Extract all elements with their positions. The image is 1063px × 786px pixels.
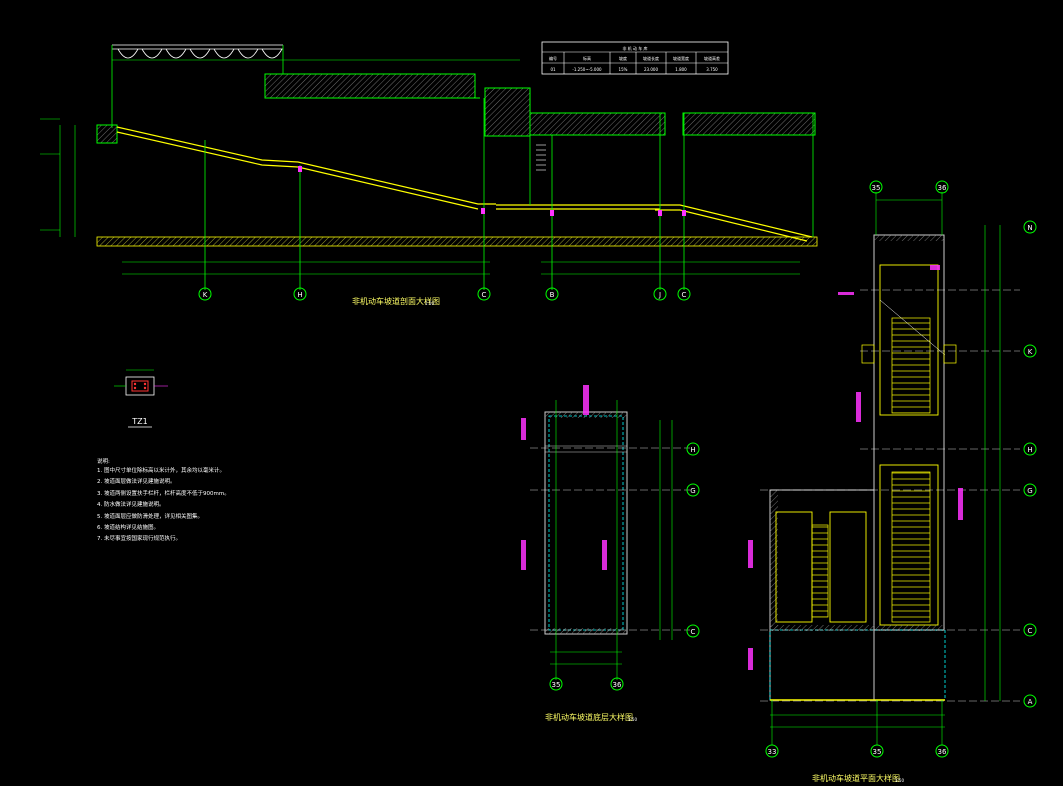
right-wall-block <box>484 87 531 137</box>
right-slab-2 <box>682 112 816 136</box>
note-line: 7. 未尽事宜按国家现行规范执行。 <box>97 534 181 542</box>
axis-36: 36 <box>938 748 947 756</box>
table-header: 坡度 <box>619 55 627 61</box>
axis-h: H <box>690 446 695 454</box>
notes: 说明: 1. 图中尺寸单位除标高以米计外，其余均以毫米计。 2. 坡道面层做法详… <box>97 457 230 542</box>
axis-n: N <box>1027 224 1032 232</box>
table-title: 非 机 动 车 库 <box>622 45 647 51</box>
column-detail: TZ1 <box>114 369 168 428</box>
canopy <box>112 44 283 59</box>
table-header: 坡道宽度 <box>673 55 689 61</box>
ramp <box>116 126 813 242</box>
table-header: 坡道高差 <box>704 55 720 61</box>
section-levels <box>40 118 60 231</box>
note-line: 4. 防水做法详见建施说明。 <box>97 500 165 508</box>
axis-c: C <box>1028 627 1033 635</box>
axis-j: J <box>658 291 661 299</box>
ground-slab <box>96 236 818 247</box>
axis-c2: C <box>682 291 687 299</box>
section-stair <box>536 144 546 171</box>
axis-35: 35 <box>872 184 881 192</box>
axis-k: K <box>203 291 208 299</box>
table-header: 标高 <box>583 55 591 61</box>
table-cell: -1.250~-5.000 <box>572 67 602 72</box>
section-axis-bubbles: K H C B J C <box>198 287 691 301</box>
table-cell: 1.800 <box>675 67 687 72</box>
note-line: 3. 坡道两侧设置扶手栏杆，栏杆高度不低于900mm。 <box>97 489 230 497</box>
table-cell: 23.000 <box>644 67 658 72</box>
plan2-scale: 1:50 <box>628 717 637 722</box>
roof-slab <box>264 73 476 99</box>
section-magenta-marks <box>298 166 686 216</box>
axis-h: H <box>1027 446 1032 454</box>
axis-35: 35 <box>552 681 561 689</box>
note-line: 5. 坡道面层应做防滑处理，详见相关图集。 <box>97 512 203 520</box>
table-cell: 3.750 <box>706 67 718 72</box>
table-header: 坡道长度 <box>643 55 659 61</box>
right-slab-1 <box>529 112 666 136</box>
middle-plan: H G C 35 36 非机动车坡道底层大样图 1:50 <box>521 385 700 722</box>
axis-b: B <box>550 291 555 299</box>
table-cell: 15% <box>619 67 628 72</box>
axis-36: 36 <box>938 184 947 192</box>
axis-h: H <box>297 291 302 299</box>
left-wall <box>96 124 118 144</box>
table-cell: 01 <box>550 67 556 72</box>
axis-36: 36 <box>613 681 622 689</box>
axis-35: 35 <box>873 748 882 756</box>
axis-33: 33 <box>768 748 777 756</box>
column-label: TZ1 <box>131 417 147 426</box>
section-title: 非机动车坡道剖面大样图 <box>352 296 440 306</box>
notes-header: 说明: <box>97 457 110 465</box>
right-plan: N K H G C A 35 36 33 35 36 非机动车坡道平面大样图 1… <box>748 180 1037 783</box>
spec-table: 非 机 动 车 库 编号 标高 坡度 坡道长度 坡道宽度 坡道高差 01 -1.… <box>541 41 729 75</box>
plan-scale: 1:50 <box>895 778 904 783</box>
section-view: K H C B J C 非机动车坡道剖面大样图 1:50 <box>40 44 818 306</box>
axis-c: C <box>482 291 487 299</box>
plan-title: 非机动车坡道平面大样图 <box>812 773 900 783</box>
plan2-title: 非机动车坡道底层大样图 <box>545 712 633 722</box>
axis-a: A <box>1028 698 1033 706</box>
axis-g: G <box>1027 487 1032 495</box>
note-line: 2. 坡道面层做法详见建施说明。 <box>97 477 176 485</box>
note-line: 1. 图中尺寸单位除标高以米计外，其余均以毫米计。 <box>97 466 225 474</box>
axis-k: K <box>1028 348 1033 356</box>
table-header: 编号 <box>549 55 557 61</box>
axis-g: G <box>690 487 695 495</box>
section-scale: 1:50 <box>425 301 434 306</box>
axis-c: C <box>691 628 696 636</box>
note-line: 6. 坡道结构详见结施图。 <box>97 523 159 531</box>
section-dimensions <box>59 59 800 275</box>
